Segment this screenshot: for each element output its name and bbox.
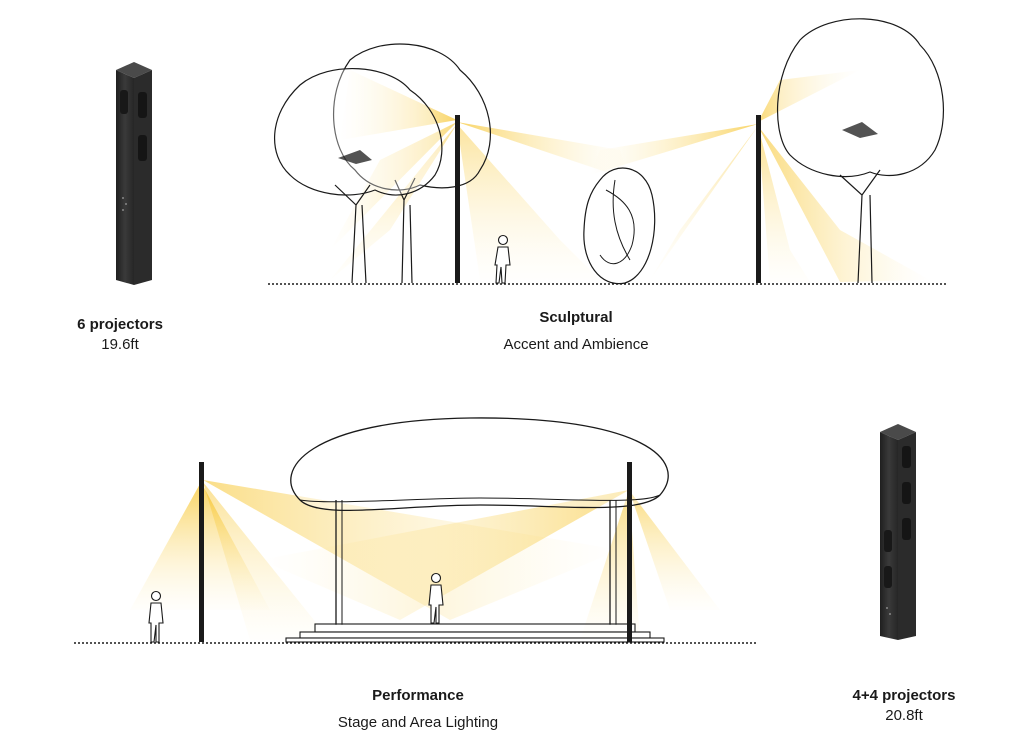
product-label-4-4: 4+4 projectors 20.8ft [834,687,974,724]
scene-label-sculptural: Sculptural Accent and Ambience [456,309,696,353]
scene-subtitle-performance: Stage and Area Lighting [337,714,499,731]
product-projectors-6: 6 projectors [77,316,163,333]
product-height-6: 19.6ft [101,336,139,353]
tree-left-front [273,68,443,284]
stage-canopy [290,417,669,625]
light-beams-right [590,70,930,282]
product-height-4-4: 20.8ft [885,707,923,724]
product-pole-6-projectors [116,62,152,285]
scene-label-performance: Performance Stage and Area Lighting [298,687,538,731]
lighting-pole-left [455,115,460,283]
scene-title-performance: Performance [372,687,464,704]
performer-figure [428,572,444,624]
performance-scene [74,417,756,644]
sculptural-scene [268,18,948,285]
tree-left-back [333,43,491,284]
product-pole-4-4-projectors [880,424,916,640]
product-projectors-4-4: 4+4 projectors [852,687,956,704]
sculpture [583,167,656,285]
person-figure [494,234,511,284]
stage-pole-left [199,462,204,642]
spectator-figure [148,590,164,643]
light-beams-left [330,70,630,280]
scene-subtitle-sculptural: Accent and Ambience [503,336,649,353]
stage-platform [285,623,665,643]
tree-right [776,18,945,284]
product-label-6: 6 projectors 19.6ft [60,316,180,353]
scene-title-sculptural: Sculptural [539,309,613,326]
stage-pole-right [627,462,632,642]
lighting-pole-right [756,115,761,283]
